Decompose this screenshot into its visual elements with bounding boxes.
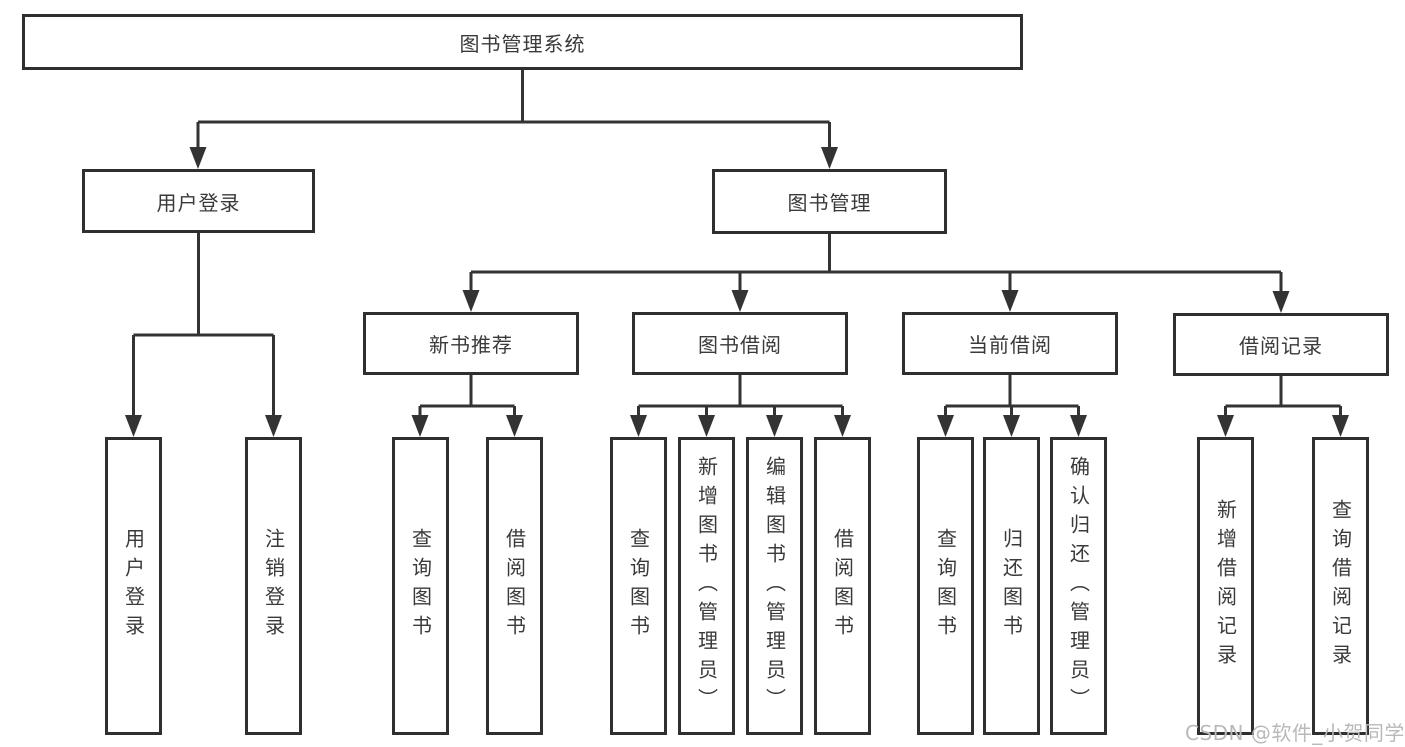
leaf-query-books-1: 查询图书 <box>392 437 449 735</box>
node-label: 归还图书 <box>999 528 1024 644</box>
node-label: 注销登录 <box>261 528 286 644</box>
leaf-query-books-2: 查询图书 <box>610 437 667 735</box>
node-label: 查询图书 <box>408 528 433 644</box>
node-label: 图书管理系统 <box>459 31 586 56</box>
node-label: 新书推荐 <box>429 333 513 357</box>
leaf-confirm-return-admin: 确认归还（管理员） <box>1050 437 1107 735</box>
node-label: 查询图书 <box>626 528 651 644</box>
leaf-return-books: 归还图书 <box>983 437 1040 735</box>
node-label: 当前借阅 <box>968 333 1052 357</box>
node-label: 借阅记录 <box>1239 334 1323 358</box>
leaf-borrow-books-2: 借阅图书 <box>814 437 871 735</box>
node-label: 新增借阅记录 <box>1213 499 1238 673</box>
leaf-borrow-books-1: 借阅图书 <box>486 437 543 735</box>
node-label: 图书借阅 <box>698 333 782 357</box>
node-label: 借阅图书 <box>502 528 527 644</box>
node-label: 图书管理 <box>787 191 872 215</box>
arrowheads <box>125 147 1349 437</box>
node-label: 借阅图书 <box>830 528 855 644</box>
node-book-borrowing: 图书借阅 <box>632 312 848 375</box>
csdn-watermark: CSDN @软件_小贺同学 <box>1185 721 1405 745</box>
leaf-add-borrow-record: 新增借阅记录 <box>1197 437 1254 735</box>
leaf-add-books-admin: 新增图书（管理员） <box>678 437 735 735</box>
node-label: 用户登录 <box>156 190 241 215</box>
node-label: 编辑图书（管理员） <box>762 455 787 717</box>
node-user-login: 用户登录 <box>82 169 315 233</box>
node-book-management: 图书管理 <box>712 169 947 234</box>
node-new-book-recommend: 新书推荐 <box>363 312 579 375</box>
node-library-management-system: 图书管理系统 <box>22 14 1023 70</box>
leaf-edit-books-admin: 编辑图书（管理员） <box>746 437 803 735</box>
node-label: 新增图书（管理员） <box>694 455 719 717</box>
leaf-query-borrow-record: 查询借阅记录 <box>1312 437 1369 735</box>
node-label: 确认归还（管理员） <box>1066 455 1091 717</box>
leaf-query-books-3: 查询图书 <box>917 437 974 735</box>
node-label: 查询借阅记录 <box>1328 499 1353 673</box>
node-borrowing-records: 借阅记录 <box>1173 313 1389 376</box>
leaf-user-login: 用户登录 <box>105 437 162 735</box>
node-label: 用户登录 <box>121 528 146 644</box>
leaf-logout: 注销登录 <box>245 437 302 735</box>
node-current-borrowing: 当前借阅 <box>902 312 1118 375</box>
node-label: 查询图书 <box>933 528 958 644</box>
